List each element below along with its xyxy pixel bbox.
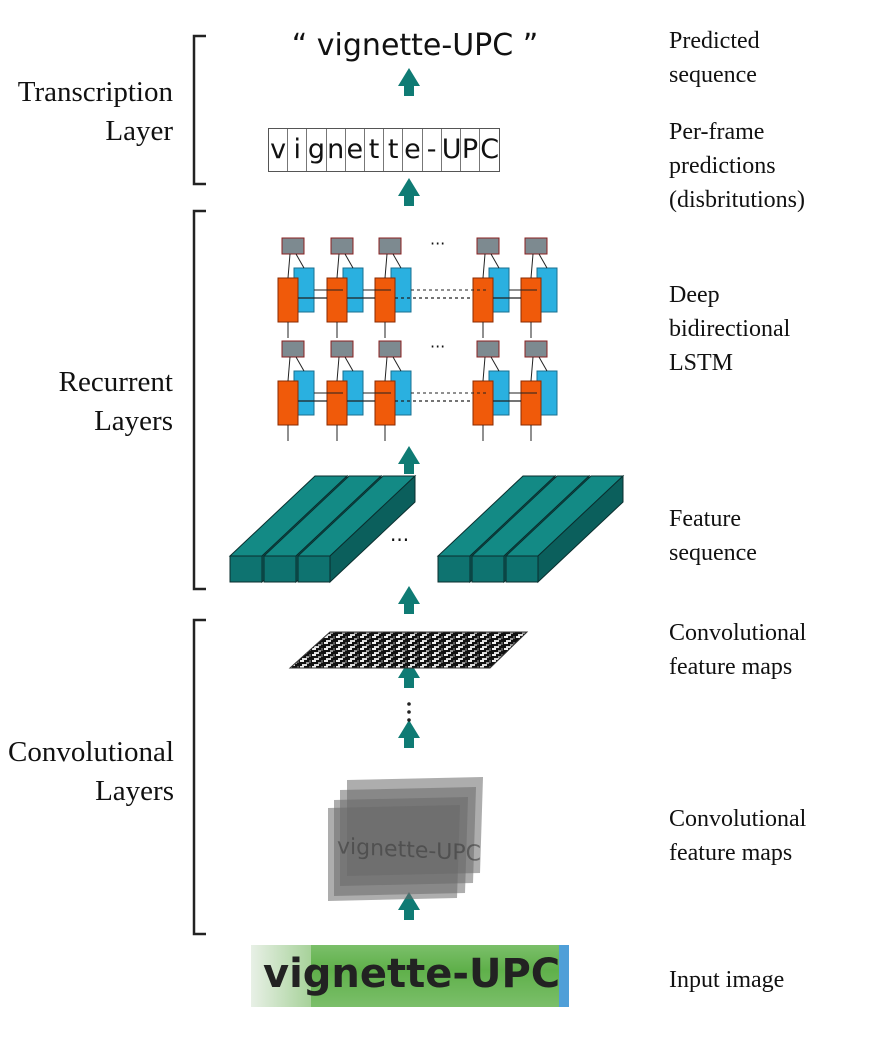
lstm-connector bbox=[344, 253, 354, 269]
up-arrow-icon bbox=[398, 68, 420, 96]
frame-cell: U bbox=[442, 129, 461, 171]
lstm-forward-cell bbox=[277, 277, 299, 323]
lstm-output-node bbox=[524, 340, 548, 358]
feature-sequence-blocks bbox=[228, 474, 625, 584]
input-image-label: Input image bbox=[669, 967, 785, 993]
transcription-layer-label: Transcription Layer bbox=[17, 76, 173, 147]
conv-feature-maps-top-label: Convolutional feature maps bbox=[669, 620, 807, 680]
feature-sequence-label: Feature sequence bbox=[669, 506, 757, 566]
bracket-recurrent bbox=[192, 209, 206, 591]
lstm-grid bbox=[277, 237, 558, 441]
conv-feature-map-stack bbox=[328, 777, 483, 901]
input-image-highlight bbox=[251, 945, 311, 1007]
up-arrow-icon bbox=[398, 720, 420, 748]
predicted-sequence-label: Predicted sequence bbox=[669, 28, 760, 88]
lstm-connector bbox=[287, 253, 291, 279]
lstm-connector bbox=[392, 356, 402, 372]
frame-cell: g bbox=[307, 129, 327, 171]
input-image: vignette-UPC bbox=[251, 945, 569, 1007]
lstm-ellipsis-top: ··· bbox=[430, 234, 446, 253]
lstm-output-node bbox=[524, 237, 548, 255]
lstm-connector bbox=[384, 356, 388, 382]
lstm-connector bbox=[482, 253, 486, 279]
bracket-convolutional bbox=[192, 618, 206, 936]
frame-cell: e bbox=[346, 129, 365, 171]
lstm-connector bbox=[538, 356, 548, 372]
convolutional-layers-label: Convolutional Layers bbox=[8, 736, 174, 807]
feature-ellipsis: ··· bbox=[390, 528, 410, 552]
frame-cell: e bbox=[403, 129, 423, 171]
up-arrow-icon bbox=[398, 660, 420, 688]
feature-block-front bbox=[437, 555, 471, 583]
lstm-forward-cell bbox=[472, 277, 494, 323]
lstm-connector bbox=[490, 356, 500, 372]
lstm-connector bbox=[295, 356, 305, 372]
up-arrow-icon bbox=[398, 892, 420, 920]
feature-block-front bbox=[263, 555, 297, 583]
lstm-output-node bbox=[476, 237, 500, 255]
frame-cell: C bbox=[480, 134, 500, 165]
recurrent-layers-label: Recurrent Layers bbox=[58, 366, 173, 437]
lstm-ellipsis-mid: ··· bbox=[430, 337, 446, 356]
flow-arrows bbox=[398, 68, 420, 920]
lstm-forward-cell bbox=[326, 380, 348, 426]
frame-cell: P bbox=[461, 129, 481, 171]
lstm-forward-cell bbox=[520, 380, 542, 426]
frame-cell: - bbox=[423, 129, 442, 171]
lstm-forward-cell bbox=[326, 277, 348, 323]
lstm-connector bbox=[482, 356, 486, 382]
lstm-output-node bbox=[476, 340, 500, 358]
per-frame-predictions-label: Per-frame predictions (disbritutions) bbox=[669, 119, 805, 213]
frame-cell: v bbox=[269, 129, 289, 171]
lstm-connector bbox=[392, 253, 402, 269]
frame-cell: i bbox=[288, 129, 308, 171]
lstm-output-node bbox=[330, 340, 354, 358]
lstm-forward-cell bbox=[520, 277, 542, 323]
frame-cell: t bbox=[384, 129, 404, 171]
lstm-output-node bbox=[378, 340, 402, 358]
lstm-output-node bbox=[378, 237, 402, 255]
frame-cell: n bbox=[327, 129, 346, 171]
conv-feature-map-top bbox=[288, 631, 529, 669]
lstm-forward-cell bbox=[374, 277, 396, 323]
lstm-output-node bbox=[330, 237, 354, 255]
feature-block-front bbox=[505, 555, 539, 583]
lstm-connector bbox=[490, 253, 500, 269]
up-arrow-icon bbox=[398, 586, 420, 614]
bracket-transcription bbox=[192, 34, 206, 186]
input-image-text: vignette-UPC bbox=[263, 951, 561, 997]
lstm-connector bbox=[538, 253, 548, 269]
lstm-connector bbox=[287, 356, 291, 382]
up-arrow-icon bbox=[398, 446, 420, 474]
lstm-connector bbox=[295, 253, 305, 269]
feature-block-front bbox=[471, 555, 505, 583]
frame-cell: t bbox=[365, 129, 385, 171]
lstm-output-node bbox=[281, 237, 305, 255]
lstm-connector bbox=[530, 253, 534, 279]
input-image-edge bbox=[559, 945, 569, 1007]
up-arrow-icon bbox=[398, 178, 420, 206]
lstm-forward-cell bbox=[277, 380, 299, 426]
vertical-ellipsis bbox=[407, 702, 411, 722]
feature-block-front bbox=[229, 555, 263, 583]
lstm-output-node bbox=[281, 340, 305, 358]
feature-block-front bbox=[297, 555, 331, 583]
predicted-sequence-text: “ vignette-UPC ” bbox=[291, 28, 539, 63]
lstm-forward-cell bbox=[472, 380, 494, 426]
lstm-label: Deep bidirectional LSTM bbox=[669, 282, 791, 376]
lstm-connector bbox=[530, 356, 534, 382]
lstm-connector bbox=[336, 356, 340, 382]
lstm-forward-cell bbox=[374, 380, 396, 426]
lstm-connector bbox=[336, 253, 340, 279]
conv-feature-maps-bottom-label: Convolutional feature maps bbox=[669, 806, 807, 866]
lstm-connector bbox=[384, 253, 388, 279]
lstm-connector bbox=[344, 356, 354, 372]
